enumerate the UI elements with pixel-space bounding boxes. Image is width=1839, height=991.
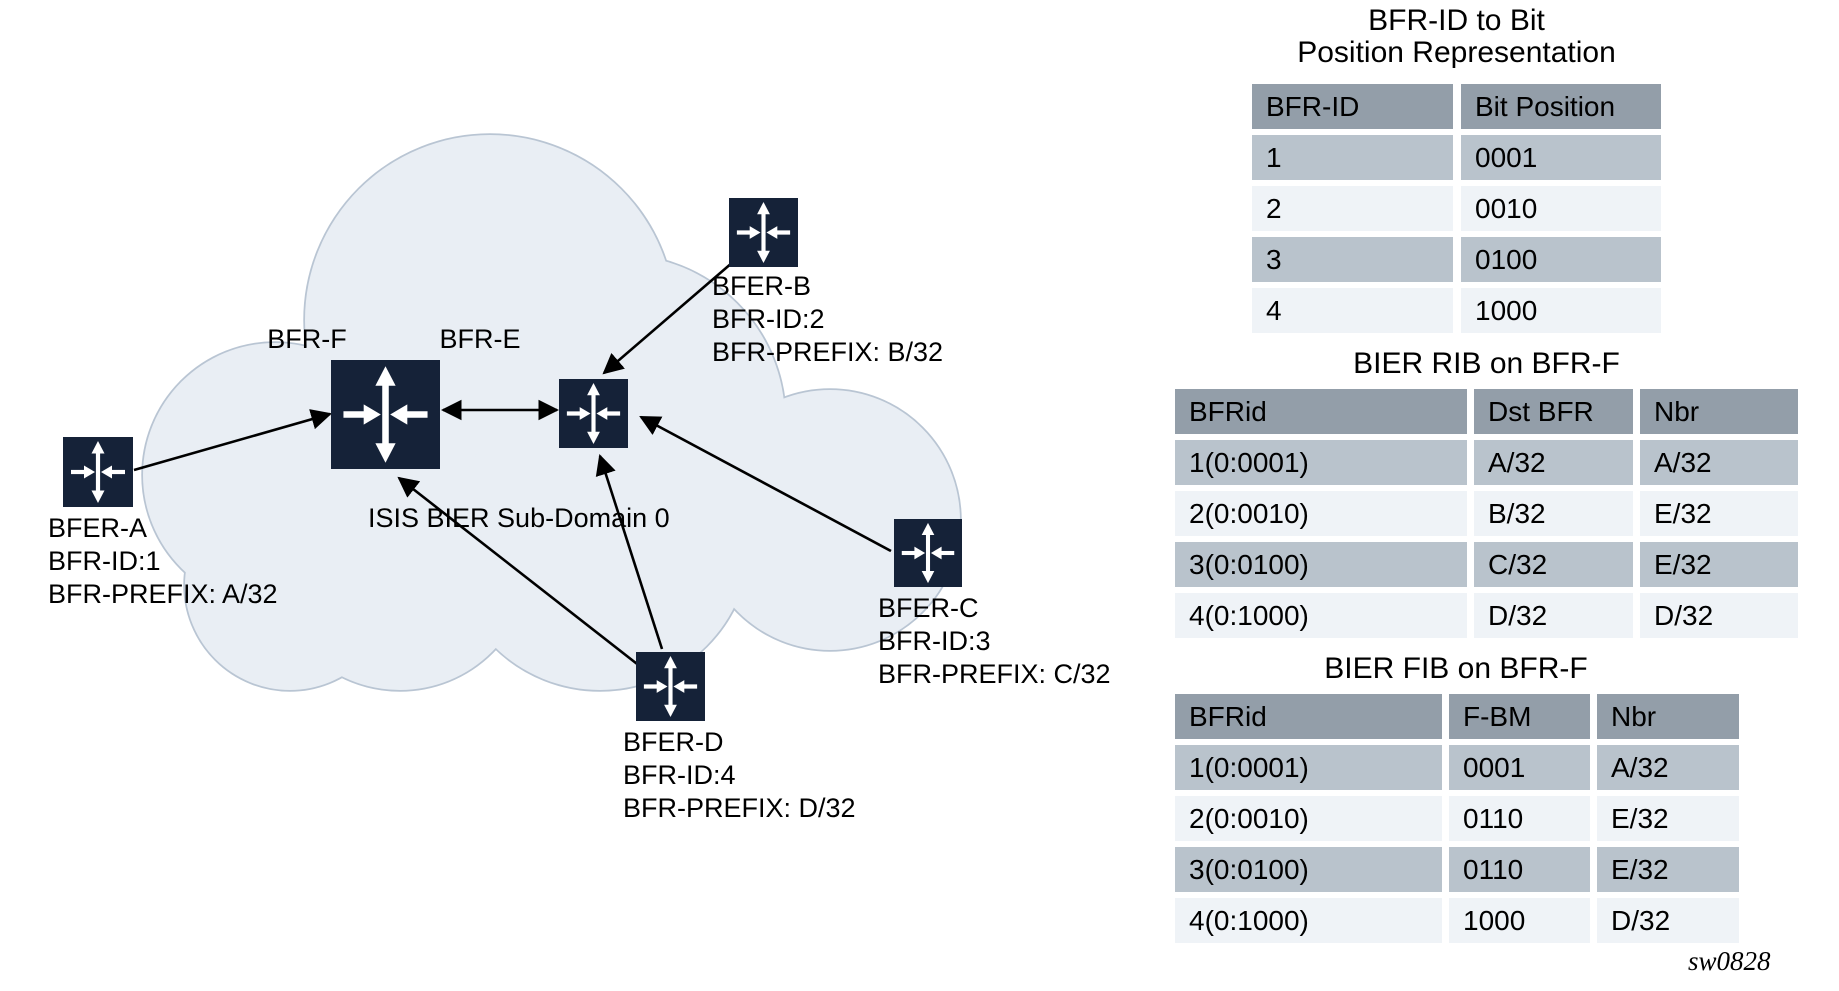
table-title-fib: BIER FIB on BFR-F [1324, 652, 1588, 685]
node-label-bfr-e: BFR-E [439, 324, 521, 354]
column-header: BFRid [1175, 389, 1467, 434]
router-icon-bfer-b [729, 198, 798, 267]
table-title-rib: BIER RIB on BFR-F [1353, 347, 1620, 380]
node-label-bfer-b: BFER-B BFR-ID:2 BFR-PREFIX: B/32 [712, 270, 943, 369]
link-arrow-bferd-to-bfrf [397, 476, 642, 669]
column-header: F-BM [1449, 694, 1590, 739]
table-cell: A/32 [1640, 440, 1798, 485]
table-title-bit-position: BFR-ID to Bit Position Representation [1252, 5, 1661, 69]
column-header: BFRid [1175, 694, 1442, 739]
table-cell: D/32 [1597, 898, 1739, 943]
node-label-line: BFR-ID:3 [878, 626, 991, 656]
table-cell: 1000 [1449, 898, 1590, 943]
table-cell: C/32 [1474, 542, 1633, 587]
table-cell: 3(0:0100) [1175, 542, 1467, 587]
link-arrows [133, 261, 892, 669]
table-cell: 0110 [1449, 796, 1590, 841]
node-label-line: BFER-A [48, 513, 148, 543]
node-label-line: BFR-ID:4 [623, 760, 736, 790]
table-cell: 4(0:1000) [1175, 898, 1442, 943]
node-label-line: BFR-PREFIX: D/32 [623, 793, 856, 823]
node-label-bfer-c: BFER-C BFR-ID:3 BFR-PREFIX: C/32 [878, 592, 1111, 691]
table-cell: 0010 [1461, 186, 1661, 231]
table-bier-rib: BFRid Dst BFR Nbr 1(0:0001) A/32 A/32 2(… [1175, 389, 1798, 638]
router-icon-bfr-e [559, 379, 628, 448]
table-cell: E/32 [1640, 542, 1798, 587]
node-label-line: BFER-C [878, 593, 979, 623]
figure-id: sw0828 [1688, 946, 1771, 976]
column-header: Dst BFR [1474, 389, 1633, 434]
table-cell: B/32 [1474, 491, 1633, 536]
node-label-line: BFR-PREFIX: C/32 [878, 659, 1111, 689]
node-label-line: BFER-D [623, 727, 724, 757]
table-cell: 0001 [1449, 745, 1590, 790]
table-cell: 1(0:0001) [1175, 745, 1442, 790]
node-label-line: BFR-ID:1 [48, 546, 161, 576]
table-cell: 2(0:0010) [1175, 491, 1467, 536]
table-cell: 1000 [1461, 288, 1661, 333]
table-cell: D/32 [1640, 593, 1798, 638]
router-icon-bfer-a [63, 437, 133, 507]
table-cell: 1(0:0001) [1175, 440, 1467, 485]
column-header: Nbr [1640, 389, 1798, 434]
router-icon-bfer-d [636, 652, 705, 721]
table-bit-position: BFR-ID Bit Position 1 0001 2 0010 3 0100… [1252, 84, 1661, 333]
node-label-line: BFER-B [712, 271, 812, 301]
table-title-line: BFR-ID to Bit [1368, 4, 1545, 37]
node-label-line: BFR-ID:2 [712, 304, 825, 334]
table-cell: A/32 [1597, 745, 1739, 790]
cloud-label: ISIS BIER Sub-Domain 0 [368, 503, 670, 533]
network-diagram [0, 133, 1010, 991]
table-cell: 0110 [1449, 847, 1590, 892]
column-header: Nbr [1597, 694, 1739, 739]
link-arrow-bferc-to-bfre [639, 415, 892, 553]
table-cell: 4(0:1000) [1175, 593, 1467, 638]
node-label-line: BFR-PREFIX: B/32 [712, 337, 944, 367]
table-cell: E/32 [1597, 796, 1739, 841]
router-icon-bfr-f [331, 360, 440, 469]
table-cell: 4 [1252, 288, 1453, 333]
node-label-bfer-d: BFER-D BFR-ID:4 BFR-PREFIX: D/32 [623, 726, 856, 825]
table-cell: 1 [1252, 135, 1453, 180]
table-title-line: Position Representation [1297, 36, 1616, 69]
column-header: Bit Position [1461, 84, 1661, 129]
node-label-bfer-a: BFER-A BFR-ID:1 BFR-PREFIX: A/32 [48, 512, 278, 611]
table-bier-fib: BFRid F-BM Nbr 1(0:0001) 0001 A/32 2(0:0… [1175, 694, 1739, 943]
table-cell: 3 [1252, 237, 1453, 282]
router-icon-bfer-c [894, 519, 962, 587]
column-header: BFR-ID [1252, 84, 1453, 129]
table-cell: D/32 [1474, 593, 1633, 638]
link-arrow-bfera-to-bfrf [133, 409, 332, 472]
node-label-line: BFR-PREFIX: A/32 [48, 579, 278, 609]
table-cell: 3(0:0100) [1175, 847, 1442, 892]
table-cell: 2 [1252, 186, 1453, 231]
table-cell: 0001 [1461, 135, 1661, 180]
link-arrow-bferd-to-bfre [595, 454, 664, 650]
table-cell: E/32 [1597, 847, 1739, 892]
node-label-bfr-f: BFR-F [267, 324, 347, 354]
link-arrow-bferb-to-bfre [602, 261, 734, 375]
table-cell: E/32 [1640, 491, 1798, 536]
table-cell: 2(0:0010) [1175, 796, 1442, 841]
table-cell: A/32 [1474, 440, 1633, 485]
table-cell: 0100 [1461, 237, 1661, 282]
